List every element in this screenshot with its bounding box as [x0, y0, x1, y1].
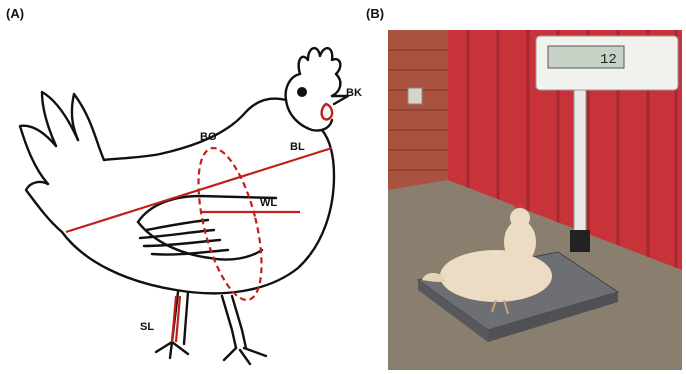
chicken-eye: [297, 87, 307, 97]
wl-label: WL: [260, 197, 277, 209]
wall-socket: [408, 88, 422, 104]
bl-label: BL: [290, 141, 305, 153]
scale-photo: 12: [388, 30, 682, 370]
sl-label: SL: [140, 321, 154, 333]
body-girth-ellipse: [186, 142, 274, 306]
bg-label: BG: [200, 131, 217, 143]
scale-column: [574, 90, 586, 250]
scale-reading: 12: [600, 52, 617, 68]
bk-label: BK: [346, 87, 362, 99]
chicken-diagram: BK BG BL WL SL: [0, 0, 380, 374]
